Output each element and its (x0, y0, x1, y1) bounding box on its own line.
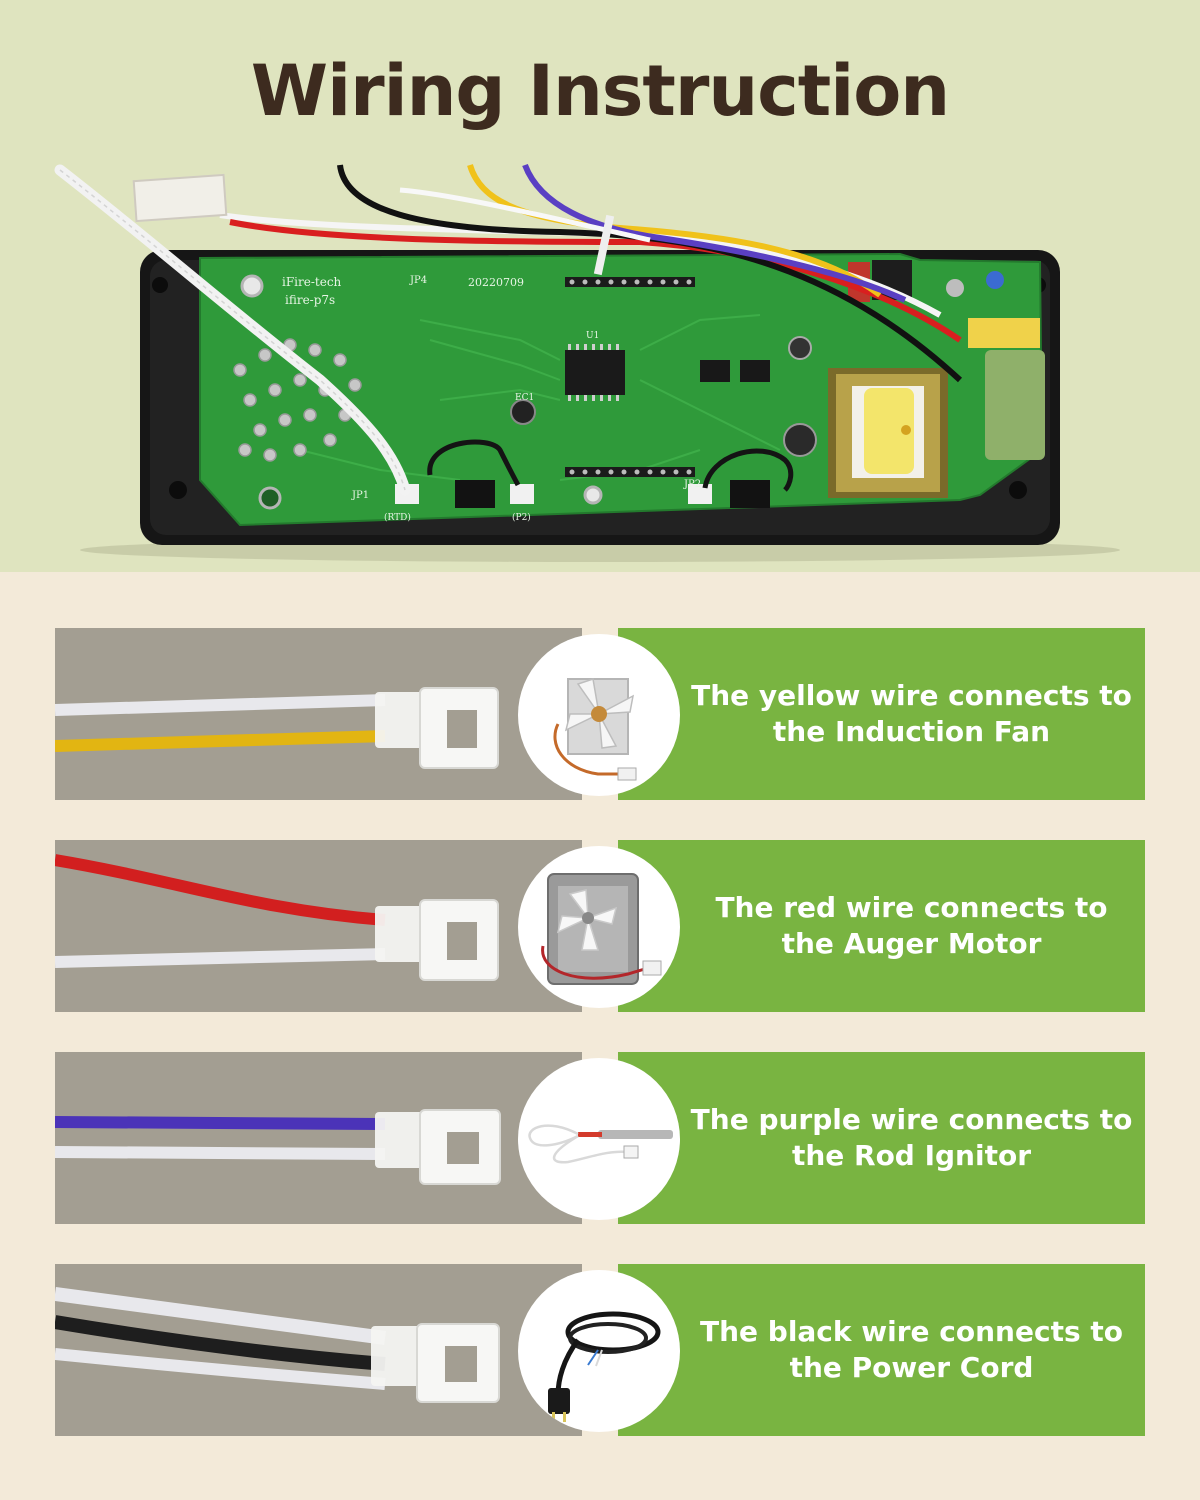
caption-panel: The red wire connects to the Auger Motor (618, 840, 1145, 1012)
pcb-date-label: 20220709 (468, 276, 524, 289)
caption-line-2: the Rod Ignitor (791, 1139, 1032, 1172)
wiring-list: The yellow wire connects to the Inductio… (55, 628, 1145, 1436)
auger-motor-icon (518, 846, 680, 1008)
wiring-caption: The black wire connects to the Power Cor… (700, 1314, 1123, 1386)
black-wire (55, 1315, 386, 1371)
red-wire-photo (55, 840, 582, 1012)
caption-line-1: The purple wire connects to (690, 1103, 1133, 1136)
black-wire-photo (55, 1264, 582, 1436)
wiring-row-auger-motor: The red wire connects to the Auger Motor (55, 840, 1145, 1012)
caption-line-2: the Auger Motor (781, 927, 1042, 960)
pcb-model-label: ifire-p7s (285, 293, 335, 307)
caption-line-2: the Power Cord (789, 1351, 1034, 1384)
pcb-brand-label: iFire-tech (282, 275, 342, 289)
pcb-jp2-label: JP2 (683, 479, 701, 490)
pcb-ec1-label: EC1 (515, 393, 534, 403)
wiring-caption: The yellow wire connects to the Inductio… (691, 678, 1132, 750)
wiring-caption: The purple wire connects to the Rod Igni… (691, 1102, 1133, 1174)
power-cord-icon (518, 1270, 680, 1432)
yellow-wire (55, 730, 386, 752)
wiring-row-rod-ignitor: The purple wire connects to the Rod Igni… (55, 1052, 1145, 1224)
caption-line-1: The yellow wire connects to (691, 679, 1132, 712)
purple-wire-photo (55, 1052, 582, 1224)
caption-panel: The black wire connects to the Power Cor… (618, 1264, 1145, 1436)
pcb-rtd-label: (RTD) (384, 512, 411, 523)
control-board-illustration: iFire-tech ifire-p7s 20220709 JP4 JP1 JP… (54, 163, 1120, 562)
purple-wire (55, 1116, 386, 1130)
pcb-jp1-label: JP1 (351, 490, 369, 501)
pcb-jp4-label: JP4 (409, 275, 427, 286)
caption-panel: The purple wire connects to the Rod Igni… (618, 1052, 1145, 1224)
rod-ignitor-icon (518, 1058, 680, 1220)
caption-line-1: The red wire connects to (715, 891, 1108, 924)
induction-fan-icon (518, 634, 680, 796)
pcb-u1-label: U1 (586, 331, 599, 341)
pcb-p2-label: (P2) (512, 512, 531, 523)
wiring-row-induction-fan: The yellow wire connects to the Inductio… (55, 628, 1145, 800)
wiring-caption: The red wire connects to the Auger Motor (715, 890, 1107, 962)
page-title: Wiring Instruction (250, 50, 950, 132)
caption-line-1: The black wire connects to (700, 1315, 1123, 1348)
caption-line-2: the Induction Fan (772, 715, 1051, 748)
yellow-wire-photo (55, 628, 582, 800)
caption-panel: The yellow wire connects to the Inductio… (618, 628, 1145, 800)
red-wire (55, 854, 386, 926)
control-board-photo: iFire-tech ifire-p7s 20220709 JP4 JP1 JP… (0, 150, 1200, 570)
hero-section: Wiring Instruction (0, 0, 1200, 572)
wiring-row-power-cord: The black wire connects to the Power Cor… (55, 1264, 1145, 1436)
